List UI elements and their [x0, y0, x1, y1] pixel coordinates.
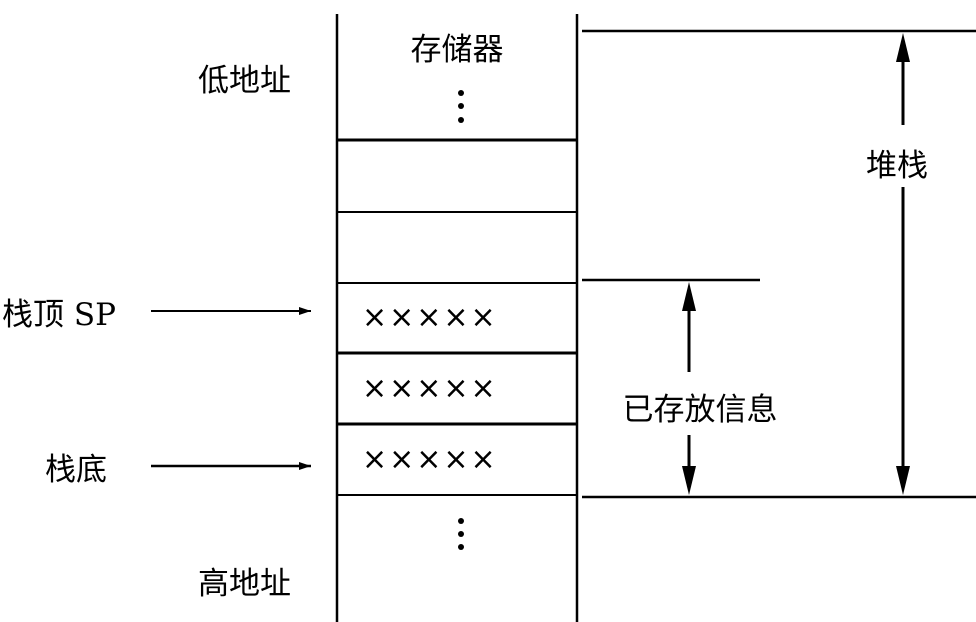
stack-label: 堆栈 [866, 148, 928, 184]
cell-content: ××××× [362, 371, 498, 406]
cell-content: ××××× [362, 300, 498, 335]
high-address-label: 高地址 [198, 566, 291, 602]
memory-label: 存储器 [411, 32, 504, 68]
ellipsis-bottom [458, 518, 464, 550]
stack-top-label: 栈顶 SP [2, 297, 116, 333]
stack-bottom-label: 栈底 [45, 452, 107, 488]
ellipsis-top [458, 90, 464, 123]
low-address-label: 低地址 [198, 63, 291, 99]
cell-content: ××××× [362, 442, 498, 477]
stored-info-label: 已存放信息 [623, 392, 778, 428]
stack-extent-arrow-icon [896, 33, 910, 495]
stored-info-arrow-icon [682, 282, 696, 495]
